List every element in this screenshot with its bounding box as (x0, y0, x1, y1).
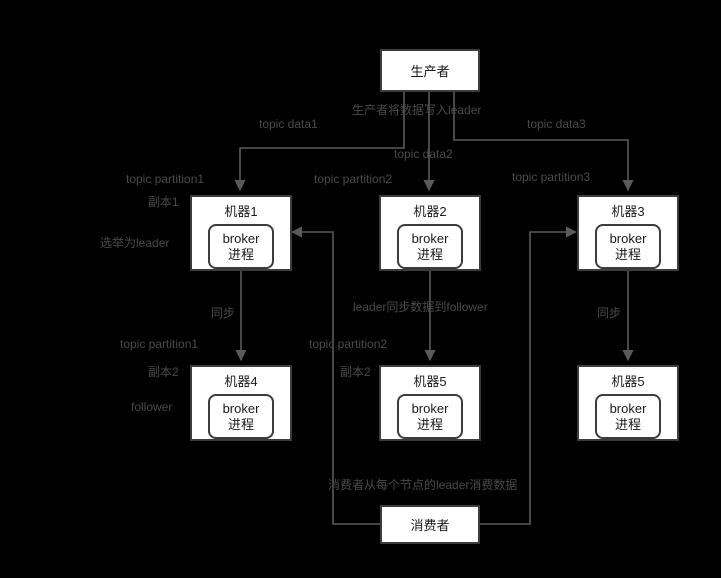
node-consumer[interactable]: 消费者 (380, 505, 480, 544)
machine2-broker-process[interactable]: broker 进程 (397, 224, 463, 269)
machine4-broker-line1: broker (222, 400, 260, 416)
edge-consumer-to-machine1 (290, 226, 380, 525)
label-replica2-mid: 副本2 (340, 365, 371, 379)
machine4-broker-process[interactable]: broker 进程 (208, 394, 274, 439)
edge-producer-to-machine1 (234, 92, 405, 192)
edge-consumer-to-machine3 (480, 226, 578, 525)
label-follower: follower (131, 400, 173, 414)
label-consumer-reads-leader: 消费者从每个节点的leader消费数据 (328, 478, 518, 492)
consumer-label: 消费者 (410, 518, 450, 533)
label-topic-partition1-bottom: topic partition1 (120, 337, 199, 351)
label-sync-right: 同步 (597, 306, 622, 320)
label-topic-partition3-top: topic partition3 (512, 170, 591, 184)
label-sync-left: 同步 (211, 306, 236, 320)
label-replica2-left: 副本2 (148, 365, 179, 379)
label-topic-partition2-top: topic partition2 (314, 172, 393, 186)
machine4-title: 机器4 (224, 374, 258, 389)
machine3-broker-line1: broker (609, 230, 647, 246)
producer-label: 生产者 (410, 64, 450, 79)
machine3-broker-line2: 进程 (614, 246, 641, 262)
node-machine2[interactable]: 机器2 broker 进程 (379, 195, 481, 271)
label-topic-partition2-bottom: topic partition2 (309, 337, 388, 351)
label-topic-partition1-top: topic partition1 (126, 172, 205, 186)
machine2-broker-line2: 进程 (416, 246, 443, 262)
label-topic-data2: topic data2 (394, 147, 453, 161)
label-topic-data1: topic data1 (259, 117, 318, 131)
machine1-broker-process[interactable]: broker 进程 (208, 224, 274, 269)
machine5-title: 机器5 (413, 374, 447, 389)
machine5b-broker-line2: 进程 (614, 416, 641, 432)
machine1-title: 机器1 (224, 204, 258, 219)
machine1-broker-line2: 进程 (227, 246, 254, 262)
machine5-broker-line1: broker (411, 400, 449, 416)
machine5-broker-line2: 进程 (416, 416, 443, 432)
node-machine5b[interactable]: 机器5 broker 进程 (577, 365, 679, 441)
machine1-broker-line1: broker (222, 230, 260, 246)
machine5b-broker-line1: broker (609, 400, 647, 416)
machine3-title: 机器3 (611, 204, 645, 219)
label-replica1: 副本1 (148, 195, 179, 209)
machine3-broker-process[interactable]: broker 进程 (595, 224, 661, 269)
machine2-title: 机器2 (413, 204, 447, 219)
label-elected-leader: 选举为leader (100, 236, 170, 250)
label-producer-write-leader: 生产者将数据写入leader (352, 103, 482, 117)
machine5b-title: 机器5 (611, 374, 645, 389)
node-machine1[interactable]: 机器1 broker 进程 (190, 195, 292, 271)
machine5-broker-process[interactable]: broker 进程 (397, 394, 463, 439)
node-machine3[interactable]: 机器3 broker 进程 (577, 195, 679, 271)
node-producer[interactable]: 生产者 (380, 49, 480, 92)
machine4-broker-line2: 进程 (227, 416, 254, 432)
label-topic-data3: topic data3 (527, 117, 586, 131)
edge-producer-to-machine3 (453, 92, 634, 192)
label-leader-sync-follower: leader同步数据到follower (353, 300, 488, 314)
node-machine4[interactable]: 机器4 broker 进程 (190, 365, 292, 441)
node-machine5[interactable]: 机器5 broker 进程 (379, 365, 481, 441)
machine2-broker-line1: broker (411, 230, 449, 246)
machine5b-broker-process[interactable]: broker 进程 (595, 394, 661, 439)
